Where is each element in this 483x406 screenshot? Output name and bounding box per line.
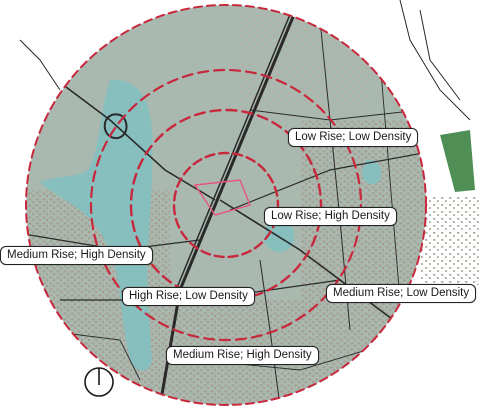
- label-medium-rise-high-density-west: Medium Rise; High Density: [0, 246, 153, 265]
- ring-core: [172, 151, 280, 259]
- ring-outer: [25, 4, 427, 406]
- outer-buildings-east: [420, 195, 480, 285]
- park-area: [440, 130, 475, 192]
- ring-middle: [89, 68, 363, 342]
- label-medium-rise-low-density: Medium Rise; Low Density: [326, 284, 477, 303]
- label-low-rise-low-density: Low Rise; Low Density: [288, 128, 419, 147]
- outside-context: [19, 0, 480, 285]
- pond-water: [264, 218, 295, 253]
- building-fabric-north: [240, 10, 370, 120]
- north-arrow-icon: [84, 367, 114, 397]
- outer-roads: [19, 0, 471, 121]
- project-site: [193, 179, 251, 216]
- label-low-rise-high-density: Low Rise; High Density: [264, 207, 397, 226]
- label-medium-rise-high-density-south: Medium Rise; High Density: [166, 346, 319, 365]
- label-high-rise-low-density: High Rise; Low Density: [122, 287, 255, 306]
- pond-water-east: [362, 159, 382, 185]
